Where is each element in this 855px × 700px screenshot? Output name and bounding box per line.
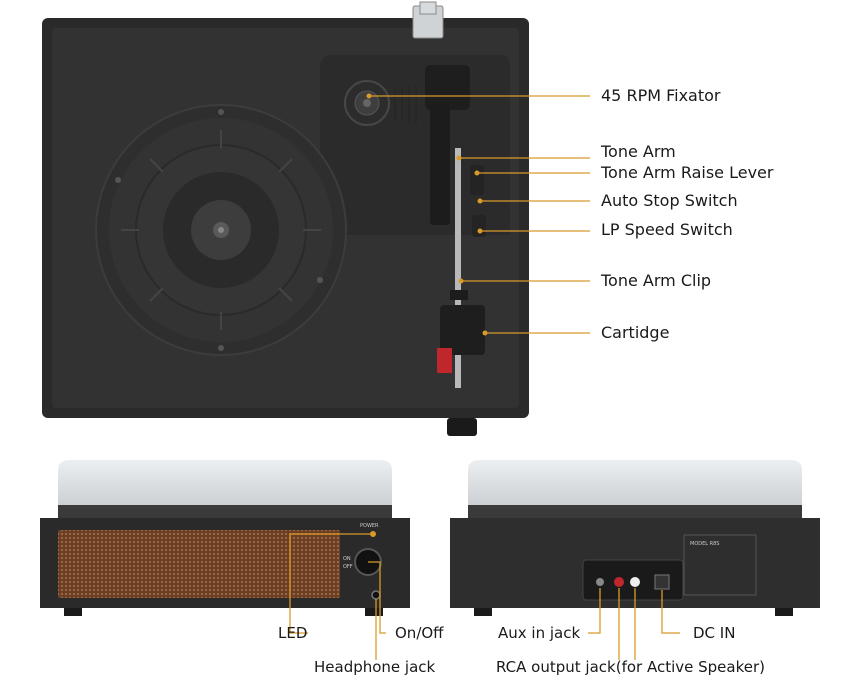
label-on-off: On/Off <box>395 624 444 642</box>
label-tone-arm-raise-lever: Tone Arm Raise Lever <box>601 163 774 182</box>
top-view-turntable <box>42 1 529 436</box>
off-text: OFF <box>343 564 353 570</box>
label-rpm-fixator: 45 RPM Fixator <box>601 86 721 105</box>
label-lp-speed-switch: LP Speed Switch <box>601 220 733 239</box>
label-tone-arm-clip: Tone Arm Clip <box>601 271 712 290</box>
tone-arm-panel <box>320 55 510 235</box>
rpm-fixator-adapter <box>344 80 390 126</box>
label-dc-in: DC IN <box>693 624 736 642</box>
rca-white-port <box>630 577 640 587</box>
model-plate-text: MODEL R8S <box>690 541 719 547</box>
headphone-socket <box>371 590 381 600</box>
power-text: POWER <box>360 523 379 529</box>
leader-on-off <box>368 561 386 634</box>
leader-dc-in <box>661 590 680 634</box>
label-led: LED <box>278 624 308 642</box>
speaker-grille <box>58 530 340 598</box>
platter <box>95 104 347 356</box>
on-text: ON <box>343 556 351 562</box>
leader-led <box>289 533 370 634</box>
label-tone-arm: Tone Arm <box>601 142 676 161</box>
leader-aux <box>588 588 601 634</box>
dc-in-port <box>654 574 670 590</box>
label-headphone-jack: Headphone jack <box>314 658 436 676</box>
label-rca-output-jack: RCA output jack(for Active Speaker) <box>496 658 765 676</box>
front-view-turntable <box>40 460 410 616</box>
label-auto-stop-switch: Auto Stop Switch <box>601 191 738 210</box>
rca-red-port <box>614 577 624 587</box>
label-aux-in-jack: Aux in jack <box>498 624 581 642</box>
front-led <box>370 531 376 537</box>
model-plate-rect <box>683 534 757 596</box>
label-cartidge: Cartidge <box>601 323 670 342</box>
tone-arm-assembly <box>425 65 486 388</box>
aux-jack-port <box>596 578 604 586</box>
volume-knob <box>447 418 477 436</box>
